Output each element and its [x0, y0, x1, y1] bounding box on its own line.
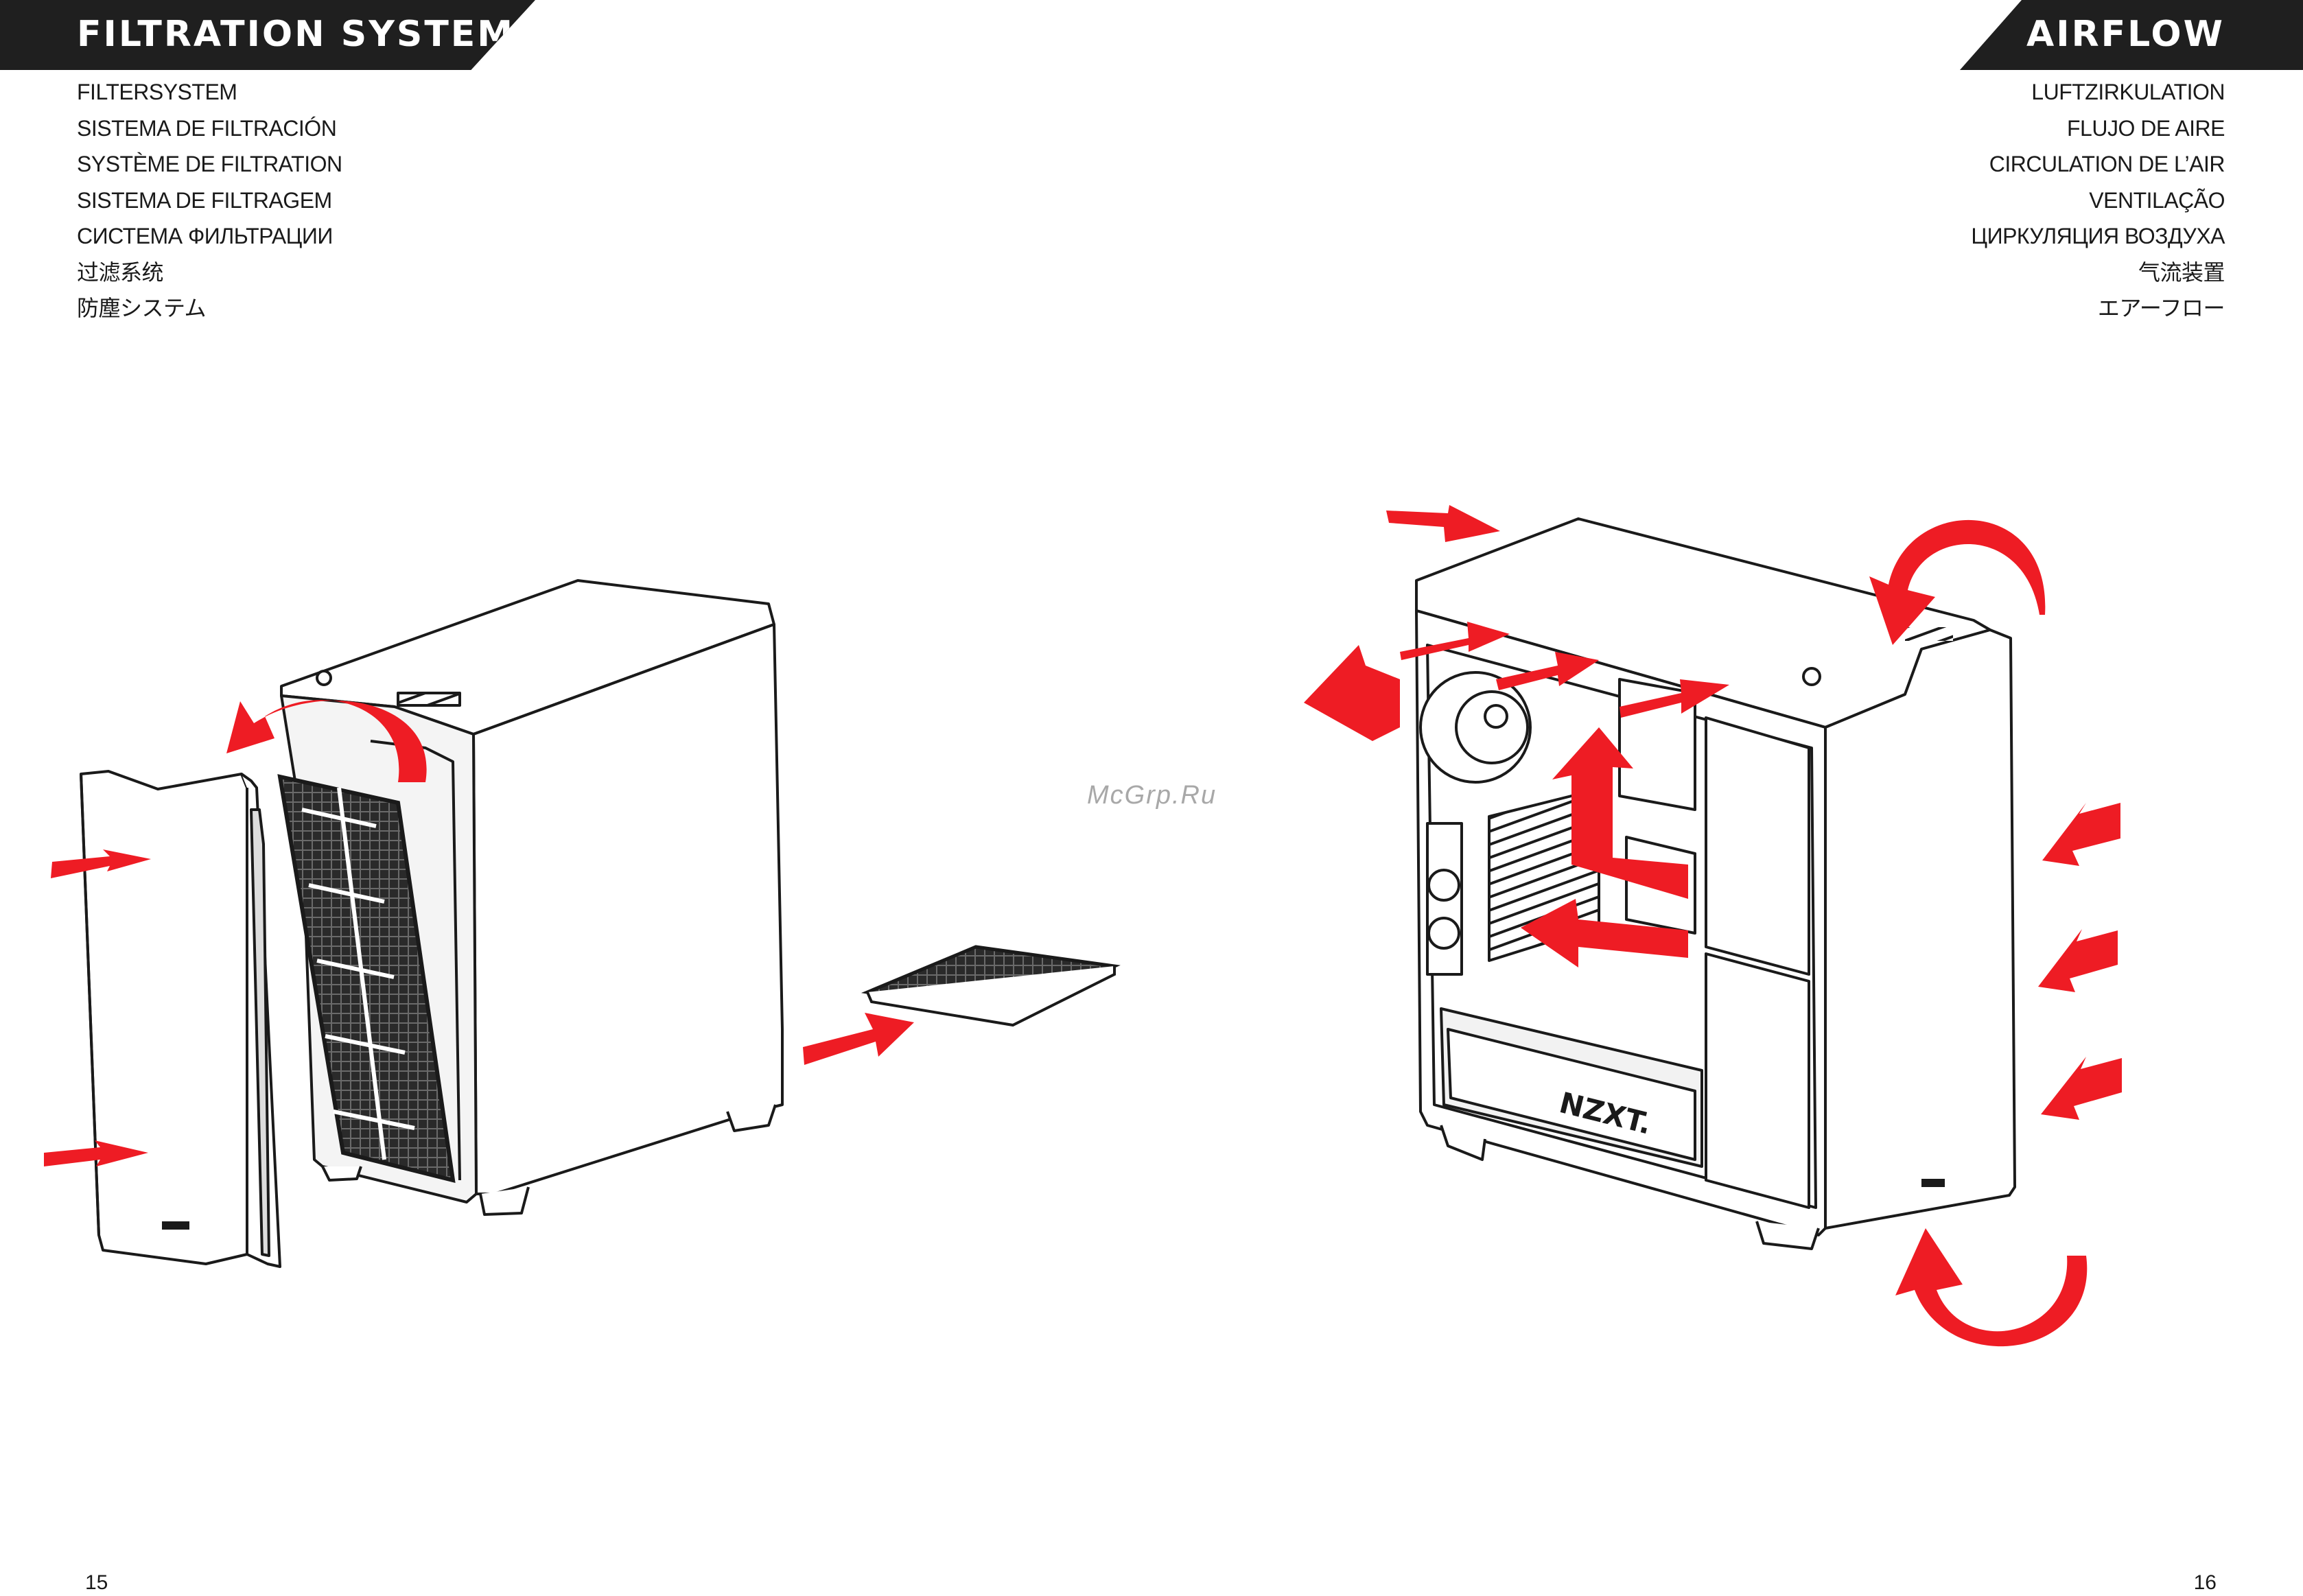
bottom-filter-insert-arrow [803, 1013, 914, 1065]
nzxt-small-logo-left-panel [162, 1221, 189, 1230]
bottom-dust-filter [867, 947, 1114, 1025]
page-number-left: 15 [85, 1571, 108, 1595]
front-panel-illustration [81, 771, 280, 1267]
intake-arrow-front-3 [2041, 1057, 2122, 1120]
watermark: McGrp.Ru [1087, 781, 1217, 810]
exhaust-arrow-top [1386, 505, 1500, 542]
case-body-right [1416, 519, 2015, 1249]
page-number-right: 16 [2194, 1571, 2217, 1595]
exhaust-arrow-rear-large [1304, 645, 1400, 741]
intake-arrow-front-1 [2042, 803, 2120, 866]
intake-arrow-front-2 [2038, 929, 2118, 992]
bottom-intake-curved-arrow [1895, 1228, 2087, 1346]
nzxt-small-logo-right-panel [1921, 1179, 1945, 1187]
